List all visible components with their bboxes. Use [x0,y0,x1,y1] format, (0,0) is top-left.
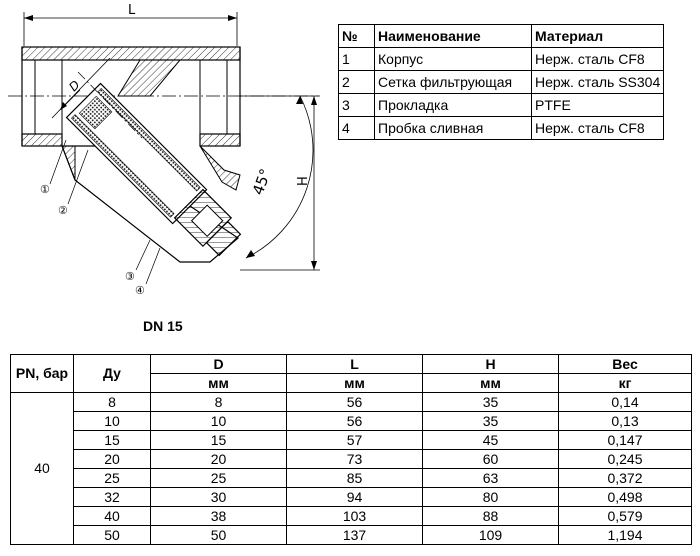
callout-1: ① [40,184,50,196]
cell-l: 73 [286,449,423,469]
strainer-body [21,46,241,263]
cell-h: 88 [422,506,559,526]
cell-number: 2 [338,70,375,94]
cell-pn: 40 [10,392,74,545]
cell-h: 35 [422,392,559,412]
table-row: 32 30 94 80 0,498 [11,487,692,507]
callouts: ① ② ③ ④ [40,139,161,297]
unit-h: мм [422,373,559,393]
y-strainer-drawing: L D [8,3,320,297]
cell-d: 50 [150,525,287,545]
cell-weight: 0,372 [558,468,692,488]
cell-weight: 0,14 [558,392,692,412]
cell-h: 109 [422,525,559,545]
cell-du: 20 [73,449,151,469]
col-number: № [338,24,375,48]
cell-d: 38 [150,506,287,526]
cell-du: 15 [73,430,151,450]
cell-l: 94 [286,487,423,507]
col-pn: PN, бар [10,354,74,393]
materials-row: 4 Пробка сливная Нерж. сталь CF8 [338,116,665,140]
table-row: 50 50 137 109 1,194 [11,525,692,545]
cell-name: Сетка фильтрующая [374,70,532,94]
cell-h: 63 [422,468,559,488]
table-row: 10 10 56 35 0,13 [11,411,692,431]
cell-name: Прокладка [374,93,532,117]
cell-du: 25 [73,468,151,488]
cell-number: 4 [338,116,375,140]
cell-du: 32 [73,487,151,507]
cell-weight: 0,579 [558,506,692,526]
dimension-d-label: D [66,78,82,94]
unit-weight: кг [558,373,692,393]
cell-d: 25 [150,468,287,488]
cell-number: 1 [338,47,375,71]
drain-plug [173,188,242,257]
cell-l: 137 [286,525,423,545]
cell-weight: 0,245 [558,449,692,469]
unit-d: мм [150,373,287,393]
table-row: 20 20 73 60 0,245 [11,449,692,469]
cell-du: 8 [73,392,151,412]
dimensions-header-row: PN, бар Ду D L H Вес [10,354,692,393]
col-l: L [286,354,423,374]
callout-2: ② [58,205,68,217]
dimensions-units-row: мм мм мм кг [11,373,692,393]
callout-4: ④ [135,285,145,297]
cell-d: 20 [150,449,287,469]
cell-name: Корпус [374,47,532,71]
cell-material: PTFE [530,93,665,117]
callout-3: ③ [125,271,135,283]
col-name: Наименование [374,24,532,48]
table-row: 25 25 85 63 0,372 [11,468,692,488]
cell-d: 15 [150,430,287,450]
table-row: 40 38 103 88 0,579 [11,506,692,526]
cell-material: Нерж. сталь SS304 [530,70,665,94]
dimension-h-label: H [296,176,311,186]
cell-l: 56 [286,411,423,431]
cell-du: 40 [73,506,151,526]
cell-d: 10 [150,411,287,431]
filter-screen [65,82,208,225]
cell-l: 103 [286,506,423,526]
col-du: Ду [73,354,151,393]
cell-d: 30 [150,487,287,507]
cell-material: Нерж. сталь CF8 [530,116,665,140]
col-d: D [150,354,287,374]
dimensions-table: PN, бар Ду D L H Вес мм мм мм кг 40 8 8 … [10,354,692,545]
cell-du: 10 [73,411,151,431]
materials-row: 3 Прокладка PTFE [338,93,665,117]
cell-weight: 0,13 [558,411,692,431]
cell-h: 35 [422,411,559,431]
dimension-h: H [240,95,320,271]
cell-d: 8 [150,392,287,412]
cell-weight: 0,498 [558,487,692,507]
cell-l: 57 [286,430,423,450]
cell-weight: 0,147 [558,430,692,450]
col-material: Материал [530,24,665,48]
cell-l: 56 [286,392,423,412]
dimension-l: L [23,3,238,46]
materials-table: № Наименование Материал 1 Корпус Нерж. с… [338,24,665,140]
cell-h: 80 [422,487,559,507]
col-h: H [422,354,559,374]
materials-row: 1 Корпус Нерж. сталь CF8 [338,47,665,71]
dimension-l-label: L [128,3,136,18]
materials-header-row: № Наименование Материал [338,24,665,48]
cell-name: Пробка сливная [374,116,532,140]
col-weight: Вес [558,354,692,374]
dn-label: DN 15 [143,318,183,334]
cell-h: 60 [422,449,559,469]
cell-l: 85 [286,468,423,488]
cell-weight: 1,194 [558,525,692,545]
table-row: 40 8 8 56 35 0,14 [10,392,692,545]
cell-du: 50 [73,525,151,545]
unit-l: мм [286,373,423,393]
cell-material: Нерж. сталь CF8 [530,47,665,71]
cell-number: 3 [338,93,375,117]
angle-label: 45° [249,166,275,197]
materials-row: 2 Сетка фильтрующая Нерж. сталь SS304 [338,70,665,94]
table-row: 15 15 57 45 0,147 [11,430,692,450]
cell-h: 45 [422,430,559,450]
